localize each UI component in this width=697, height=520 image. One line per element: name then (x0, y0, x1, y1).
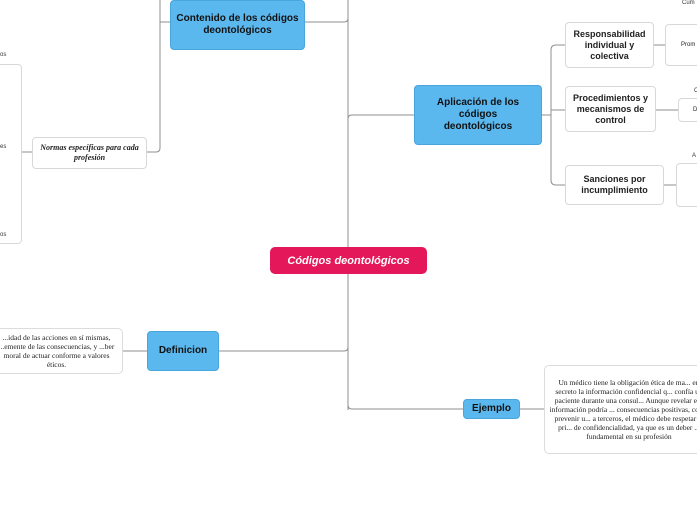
definicion-label: Definicion (158, 345, 208, 356)
sanciones-label: Sanciones por incumplimiento (581, 174, 648, 195)
ejemplo-note[interactable]: Un médico tiene la obligación ética de m… (544, 365, 697, 454)
definicion-note-text: ...idad de las acciones en sí mismas, ..… (0, 333, 115, 369)
root-label: Códigos deontológicos (287, 254, 410, 267)
normas-sub-node[interactable] (0, 64, 22, 244)
ejemplo-label: Ejemplo (472, 403, 511, 414)
c-fragment: C (694, 88, 697, 94)
sanciones-sub-node[interactable] (676, 163, 697, 207)
responsabilidad-node[interactable]: Responsabilidad individual y colectiva (565, 22, 654, 68)
left-fragment-2: es (0, 144, 7, 150)
cum-fragment: Cum (682, 0, 695, 6)
procedimientos-sub-node[interactable]: D (678, 98, 697, 122)
contenido-label: Contenido de los códigos deontológicos (176, 13, 299, 36)
ejemplo-note-text: Un médico tiene la obligación ética de m… (549, 378, 697, 441)
sanciones-node[interactable]: Sanciones por incumplimiento (565, 165, 664, 205)
left-fragment-3: os (0, 232, 7, 238)
left-fragment-1: os (0, 52, 7, 58)
prom-label: Prom (681, 41, 696, 48)
root-node[interactable]: Códigos deontológicos (270, 247, 427, 274)
normas-label: Normas específicas para cada profesión (40, 143, 139, 162)
a-fragment: A (692, 153, 697, 159)
definicion-note[interactable]: ...idad de las acciones en sí mismas, ..… (0, 328, 123, 374)
aplicacion-node[interactable]: Aplicación de los códigos deontológicos (414, 85, 542, 145)
procedimientos-label: Procedimientos y mecanismos de control (572, 92, 649, 125)
procedimientos-node[interactable]: Procedimientos y mecanismos de control (565, 86, 656, 132)
aplicacion-label: Aplicación de los códigos deontológicos (436, 97, 520, 132)
contenido-node[interactable]: Contenido de los códigos deontológicos (170, 0, 305, 50)
ejemplo-node[interactable]: Ejemplo (463, 399, 520, 419)
responsabilidad-label: Responsabilidad individual y colectiva (573, 28, 646, 61)
d-label: D (693, 106, 697, 113)
definicion-node[interactable]: Definicion (147, 331, 219, 371)
prom-node[interactable]: Prom (665, 24, 697, 66)
normas-node[interactable]: Normas específicas para cada profesión (32, 137, 147, 169)
